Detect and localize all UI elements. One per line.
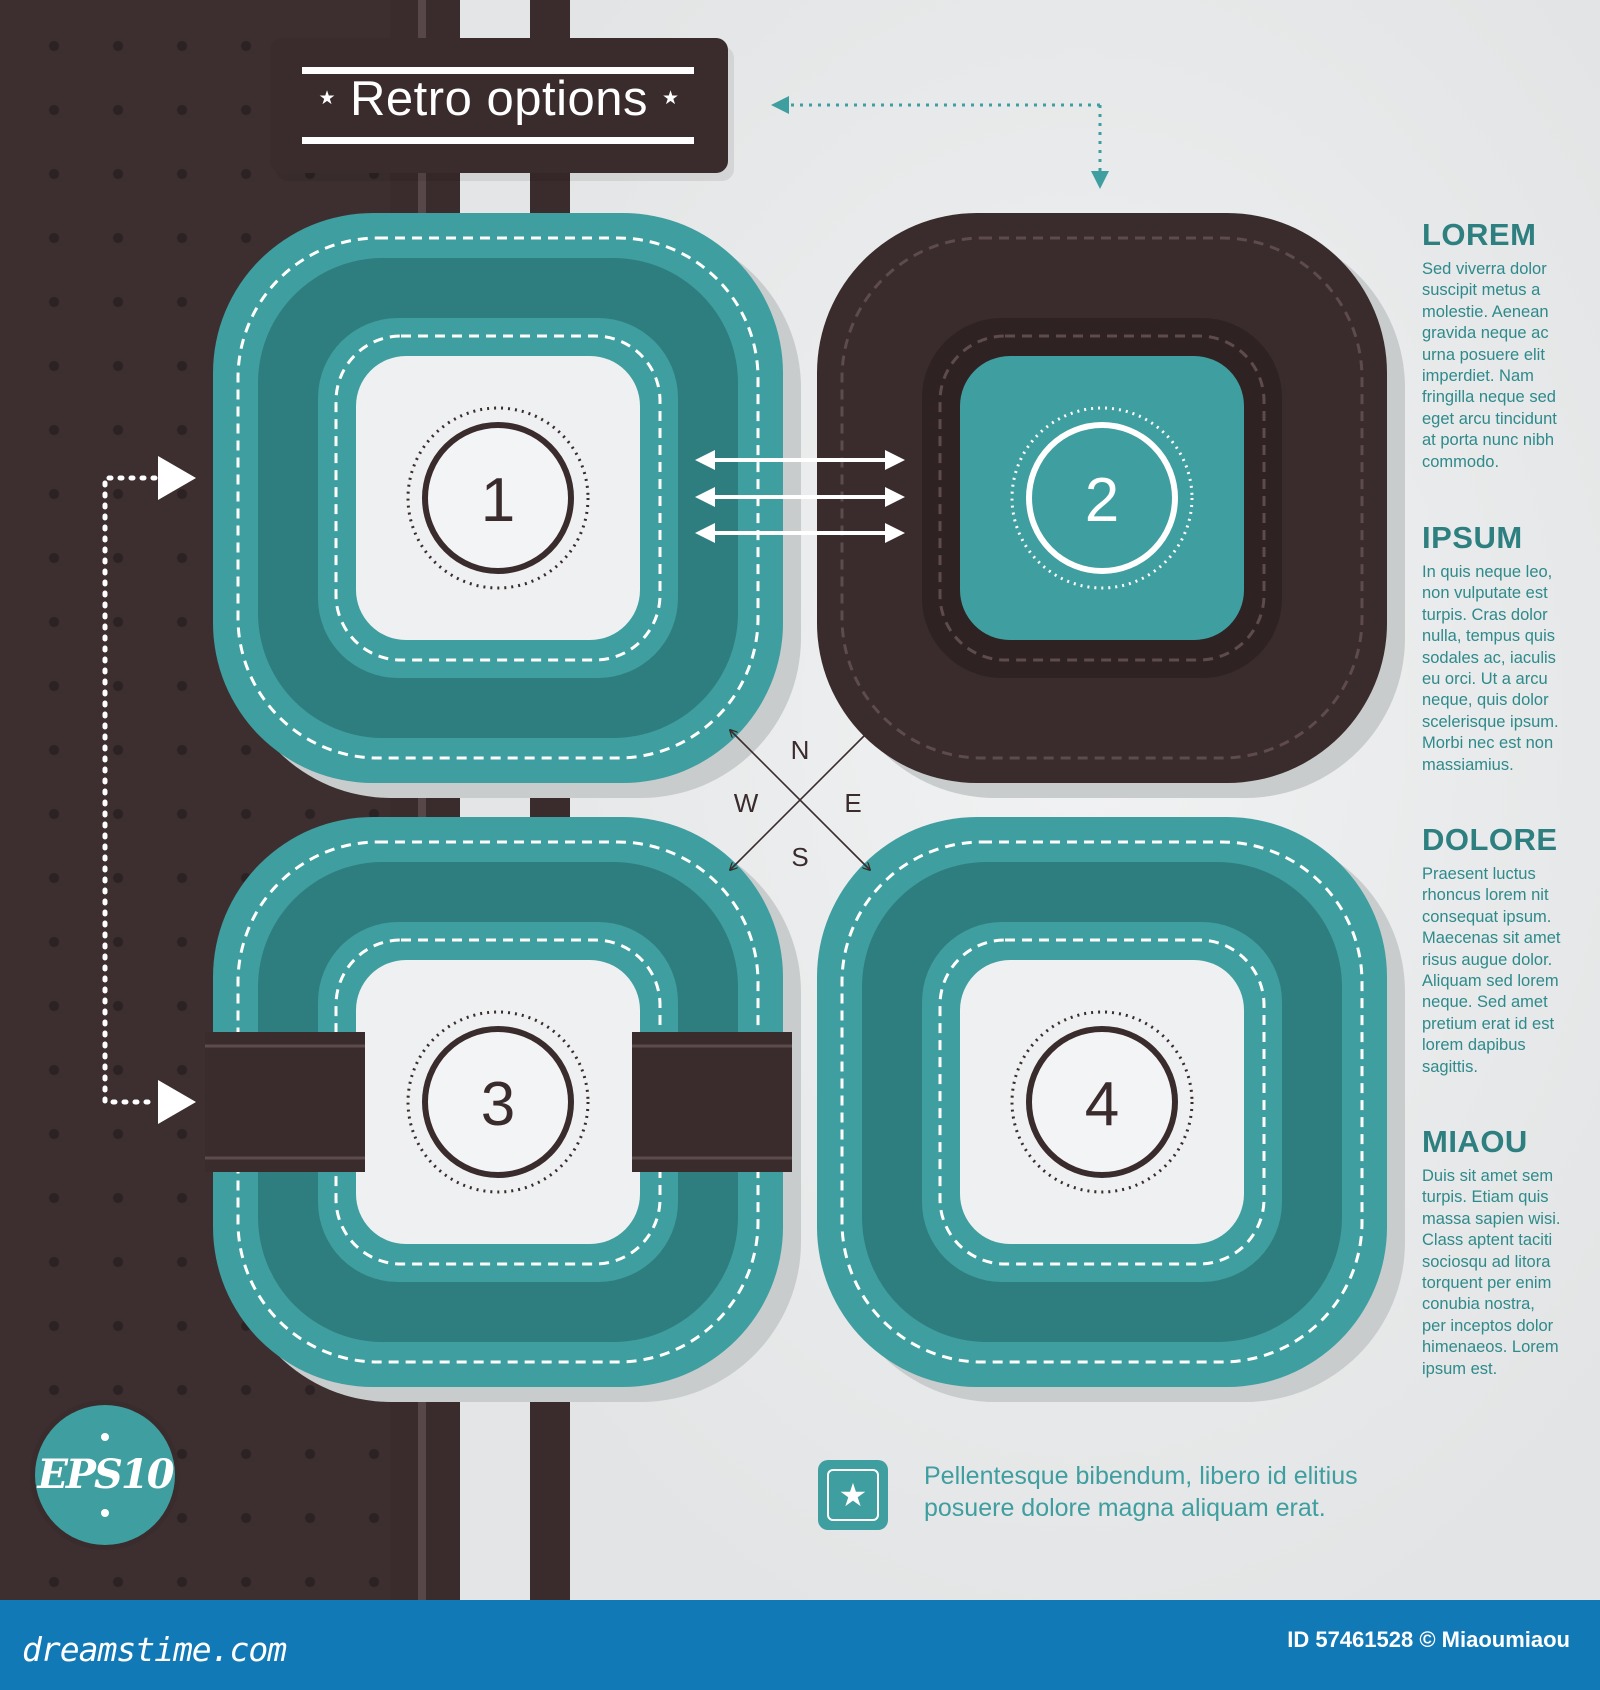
footnote: Pellentesque bibendum, libero id elitius… <box>924 1460 1358 1524</box>
arrow-right-icon <box>158 456 196 500</box>
text-line: nulla, tempus quis <box>1422 627 1555 646</box>
option-card-2: 2 <box>817 213 1405 798</box>
compass-north: N <box>791 735 810 765</box>
text-line: torquent per enim <box>1422 1274 1552 1293</box>
badge-label: EPS10 <box>37 1451 174 1498</box>
compass-east: E <box>844 788 861 818</box>
option-card-4: 4 <box>817 817 1405 1402</box>
text-line: lorem dapibus <box>1422 1036 1526 1055</box>
text-line: massiamius. <box>1422 755 1514 774</box>
text-line: scelerisque ipsum. <box>1422 712 1559 731</box>
eps-badge: EPS10 <box>35 1405 175 1545</box>
option-number-2: 2 <box>1085 466 1119 535</box>
badge-dot <box>101 1509 109 1517</box>
footer-site-link[interactable]: dreamstime.com <box>22 1630 287 1669</box>
text-line: himenaeos. Lorem <box>1422 1338 1559 1357</box>
text-line: rhoncus lorem nit <box>1422 886 1549 905</box>
text-line: commodo. <box>1422 452 1500 471</box>
strip-stitch <box>418 0 426 1600</box>
options-diagram: 1 2 3 <box>102 96 1405 1402</box>
footer-image-id: ID 57461528 © Miaoumiaou <box>1287 1627 1570 1652</box>
text-line: ipsum est. <box>1422 1359 1498 1378</box>
dotted-connector-teal <box>771 96 1109 189</box>
page-title: Retro options <box>350 72 648 126</box>
star-icon: ★ <box>661 87 680 109</box>
text-line: gravida neque ac <box>1422 324 1549 343</box>
text-line: massa sapien wisi. <box>1422 1209 1561 1228</box>
title-banner: ★ Retro options ★ <box>270 38 728 173</box>
banner-rule-top <box>302 67 694 74</box>
text-line: turpis. Etiam quis <box>1422 1188 1549 1207</box>
sidebar-section-ipsum: IPSUM In quis neque leo, non vulputate e… <box>1422 520 1572 776</box>
text-line: Praesent luctus <box>1422 865 1536 883</box>
compass-icon: N E S W <box>730 730 870 872</box>
text-line: Aliquam sed lorem <box>1422 972 1559 991</box>
sidebar-body: Sed viverra dolor suscipit metus a moles… <box>1422 259 1572 473</box>
sidebar-section-miaou: MIAOU Duis sit amet sem turpis. Etiam qu… <box>1422 1124 1572 1380</box>
text-line: Duis sit amet sem <box>1422 1167 1554 1185</box>
text-line: Maecenas sit amet <box>1422 929 1561 948</box>
text-line: eu orci. Ut a arcu <box>1422 670 1548 689</box>
text-line: neque, quis dolor <box>1422 691 1549 710</box>
option-number-1: 1 <box>481 466 515 535</box>
text-line: conubia nostra, <box>1422 1295 1535 1314</box>
compass-west: W <box>734 788 759 818</box>
text-line: Morbi nec est non <box>1422 734 1554 753</box>
sidebar-heading: DOLORE <box>1422 822 1558 857</box>
option-number-3: 3 <box>481 1070 515 1139</box>
text-line: per inceptos dolor <box>1422 1316 1554 1335</box>
footnote-line-2: posuere dolore magna aliquam erat. <box>924 1494 1326 1522</box>
text-line: risus augue dolor. <box>1422 950 1553 969</box>
text-line: In quis neque leo, <box>1422 563 1553 581</box>
banner-rule-bottom <box>302 137 694 144</box>
arrow-right-icon <box>158 1080 196 1124</box>
text-line: fringilla neque sed <box>1422 388 1556 407</box>
footer-bar <box>0 1600 1600 1690</box>
text-line: consequat ipsum. <box>1422 907 1552 926</box>
option-card-3: 3 <box>205 817 801 1402</box>
text-line: sodales ac, iaculis <box>1422 648 1556 667</box>
star-icon: ★ <box>827 1469 879 1521</box>
text-line: Sed viverra dolor <box>1422 260 1547 278</box>
text-line: at porta nunc nibh <box>1422 431 1555 450</box>
text-line: eget arcu tincidunt <box>1422 409 1557 428</box>
sidebar-heading: MIAOU <box>1422 1124 1528 1159</box>
text-line: neque. Sed amet <box>1422 993 1548 1012</box>
text-line: pretium erat id est <box>1422 1014 1555 1033</box>
sidebar-body: In quis neque leo, non vulputate est tur… <box>1422 562 1572 776</box>
dotted-connector-white <box>102 456 196 1124</box>
text-line: turpis. Cras dolor <box>1422 605 1548 624</box>
option-card-1: 1 <box>213 213 801 798</box>
sidebar-heading: IPSUM <box>1422 520 1523 555</box>
text-line: sociosqu ad litora <box>1422 1252 1551 1271</box>
strap-left <box>205 1032 365 1172</box>
star-box: ★ <box>818 1460 888 1530</box>
badge-dot <box>101 1433 109 1441</box>
compass-south: S <box>791 842 808 872</box>
text-line: sagittis. <box>1422 1057 1478 1076</box>
footnote-line-1: Pellentesque bibendum, libero id elitius <box>924 1462 1358 1490</box>
option-number-4: 4 <box>1085 1070 1119 1139</box>
text-line: non vulputate est <box>1422 584 1548 603</box>
sidebar-section-dolore: DOLORE Praesent luctus rhoncus lorem nit… <box>1422 822 1572 1078</box>
text-line: urna posuere elit <box>1422 345 1545 364</box>
strap-right <box>632 1032 792 1172</box>
double-arrows-icon <box>695 450 905 543</box>
sidebar-body: Praesent luctus rhoncus lorem nit conseq… <box>1422 864 1572 1078</box>
text-line: imperdiet. Nam <box>1422 367 1534 386</box>
sidebar-body: Duis sit amet sem turpis. Etiam quis mas… <box>1422 1166 1572 1380</box>
text-line: molestie. Aenean <box>1422 302 1549 321</box>
sidebar-heading: LOREM <box>1422 217 1537 252</box>
title-row: ★ Retro options ★ <box>270 71 728 127</box>
star-icon: ★ <box>318 87 337 109</box>
sidebar-section-lorem: LOREM Sed viverra dolor suscipit metus a… <box>1422 217 1572 473</box>
text-line: Class aptent taciti <box>1422 1231 1553 1250</box>
text-line: suscipit metus a <box>1422 281 1541 300</box>
